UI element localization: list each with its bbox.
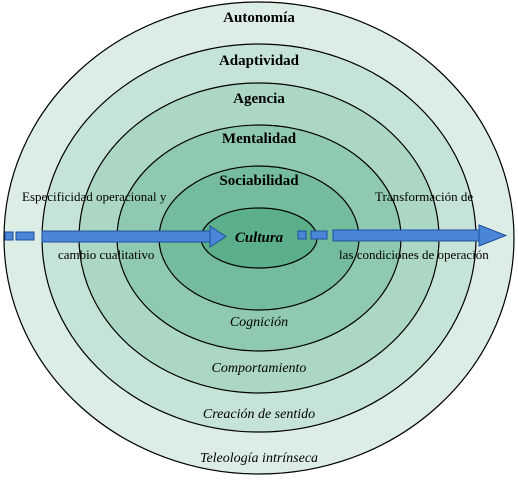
label-sociabilidad: Sociabilidad: [219, 173, 299, 189]
right-arrow-square-2: [310, 230, 328, 240]
label-autonomia: Autonomía: [223, 10, 295, 26]
label-adaptividad: Adaptividad: [219, 53, 300, 69]
left-arrow-square-1: [4, 231, 14, 241]
label-cultura: Cultura: [235, 230, 284, 246]
label-cognicion: Cognición: [230, 315, 288, 330]
label-mentalidad: Mentalidad: [222, 131, 297, 147]
left-arrow-square-2: [15, 231, 35, 241]
right-arrow-icon: [332, 224, 508, 247]
label-teleologia-intrinseca: Teleología intrínseca: [200, 451, 318, 466]
left-text-line2: cambio cualitativo: [58, 247, 154, 262]
left-text-line1: Especificidad operacional y: [22, 189, 167, 204]
right-arrow-square-1: [297, 230, 307, 240]
label-comportamiento: Comportamiento: [212, 361, 307, 376]
label-creacion-de-sentido: Creación de sentido: [203, 407, 315, 422]
right-text-line1: Transformación de: [375, 189, 473, 204]
right-text-line2: las condiciones de operación: [339, 247, 489, 262]
left-arrow-icon: [41, 225, 227, 248]
label-agencia: Agencia: [233, 91, 285, 107]
